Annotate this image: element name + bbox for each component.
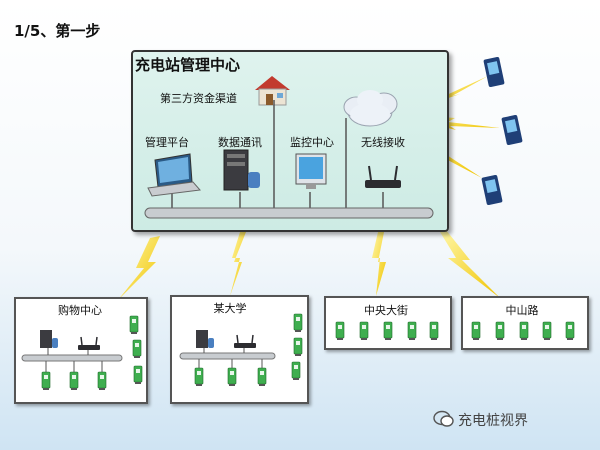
charger-icon-central-1 xyxy=(335,321,345,340)
charger-icon-shopping-remote-3 xyxy=(133,365,143,384)
charger-icon-university-remote-1 xyxy=(293,313,303,332)
management-center-box xyxy=(131,50,449,232)
branch-box-shopping-center xyxy=(14,297,148,404)
lightning-bolt-branch-1 xyxy=(118,236,160,300)
network-bus-university xyxy=(179,352,276,360)
management-platform-label: 管理平台 xyxy=(145,136,189,149)
router-icon xyxy=(365,165,401,188)
charger-icon-shopping-remote-2 xyxy=(132,339,142,358)
router-icon-university xyxy=(234,334,256,348)
charger-icon-zhongshan-4 xyxy=(542,321,552,340)
branch-label-shopping-center: 购物中心 xyxy=(58,304,102,317)
router-icon-shopping-center xyxy=(78,336,100,350)
charger-icon-university-1 xyxy=(194,367,204,386)
third-party-funding-label: 第三方资金渠道 xyxy=(160,92,237,105)
wireless-receiver-label: 无线接收 xyxy=(361,136,405,149)
management-center-title: 充电站管理中心 xyxy=(135,56,241,74)
charger-icon-shopping-remote-1 xyxy=(129,315,139,334)
charger-icon-university-remote-2 xyxy=(293,337,303,356)
lightning-bolt-branch-4 xyxy=(440,230,500,298)
branch-box-university xyxy=(170,295,309,404)
laptop-icon xyxy=(147,153,201,197)
branch-label-central-street: 中央大街 xyxy=(364,304,408,317)
server-icon-university xyxy=(196,330,214,348)
server-icon xyxy=(223,149,260,191)
lightning-bolt-branch-3 xyxy=(372,232,386,296)
phone-icon-1 xyxy=(483,57,505,87)
watermark-text: 充电桩视界 xyxy=(458,413,528,429)
branch-label-zhongshan-road: 中山路 xyxy=(505,304,539,317)
charger-icon-zhongshan-2 xyxy=(495,321,505,340)
data-communication-label: 数据通讯 xyxy=(218,136,262,149)
charger-icon-shopping-3 xyxy=(97,371,107,390)
charger-icon-central-3 xyxy=(383,321,393,340)
monitoring-center-label: 监控中心 xyxy=(290,136,334,149)
charger-icon-university-remote-3 xyxy=(291,361,301,380)
charger-icon-university-3 xyxy=(257,367,267,386)
branch-label-university: 某大学 xyxy=(213,302,247,315)
cloud-icon xyxy=(343,90,398,127)
house-icon xyxy=(255,76,290,106)
monitor-icon xyxy=(295,153,327,189)
charger-icon-central-4 xyxy=(407,321,417,340)
charger-icon-zhongshan-1 xyxy=(471,321,481,340)
step-title: 1/5、第一步 xyxy=(14,22,101,40)
charger-icon-zhongshan-5 xyxy=(565,321,575,340)
wechat-icon xyxy=(433,410,454,427)
charger-icon-central-5 xyxy=(429,321,439,340)
center-network-bus xyxy=(144,207,434,219)
charger-icon-shopping-2 xyxy=(69,371,79,390)
network-bus-shopping-center xyxy=(21,354,123,362)
phone-icon-3 xyxy=(481,175,503,205)
charger-icon-zhongshan-3 xyxy=(519,321,529,340)
server-icon-shopping-center xyxy=(40,330,58,348)
lightning-bolt-branch-2 xyxy=(230,232,246,296)
phone-icon-2 xyxy=(501,115,523,145)
charger-icon-university-2 xyxy=(227,367,237,386)
charger-icon-central-2 xyxy=(359,321,369,340)
charger-icon-shopping-1 xyxy=(41,371,51,390)
